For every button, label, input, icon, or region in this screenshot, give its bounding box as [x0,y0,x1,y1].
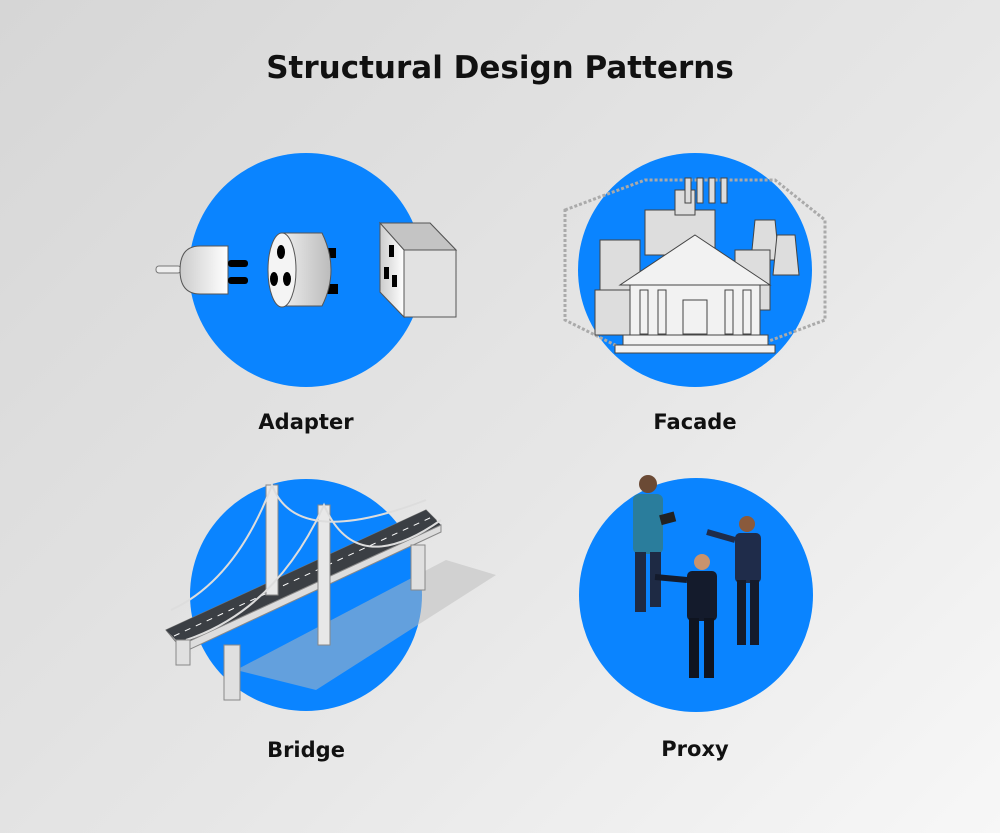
pattern-adapter: Adapter [126,150,486,470]
pattern-proxy: Proxy [515,470,875,790]
pattern-label-bridge: Bridge [267,738,345,762]
bridge-icon [165,479,496,711]
building-facade-icon [563,153,827,387]
pattern-bridge: Bridge [126,470,496,790]
pattern-label-adapter: Adapter [258,410,354,434]
pattern-facade: Facade [515,150,875,470]
page-title: Structural Design Patterns [266,50,734,86]
people-proxy-icon [579,475,813,712]
pattern-label-proxy: Proxy [661,737,729,761]
plug-adapter-icon [155,153,458,387]
pattern-label-facade: Facade [653,410,737,434]
